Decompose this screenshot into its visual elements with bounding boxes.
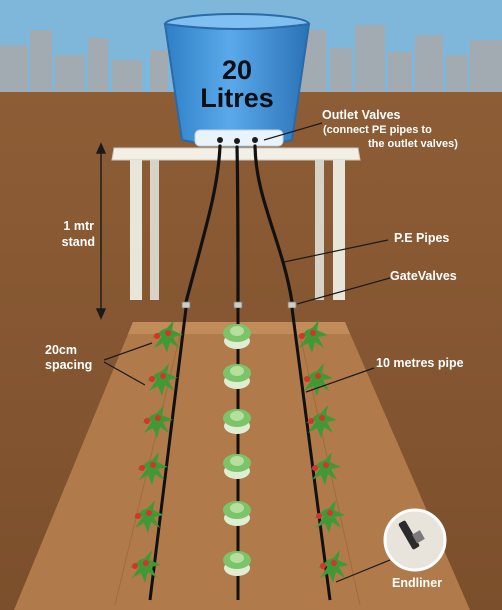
callout-lines — [103, 122, 391, 583]
stand-height-label-line1: 1 mtr — [63, 219, 94, 233]
outlet-note-line2: the outlet valves) — [368, 138, 458, 150]
outlet-valves — [217, 137, 258, 144]
pe-pipes — [184, 144, 294, 304]
endliner-label: Endliner — [392, 576, 443, 590]
pipe-length-label: 10 metres pipe — [376, 356, 464, 370]
lettuce-row-middle — [223, 324, 251, 576]
endliner-inset — [383, 508, 447, 572]
outlet-valves-label: Outlet Valves — [322, 108, 401, 122]
tank-volume-number: 20 — [221, 55, 253, 85]
spacing-label-line2: spacing — [45, 358, 93, 372]
stand-height-label-line2: stand — [61, 235, 95, 249]
tank-capacity-label: 20 Litres — [177, 56, 297, 113]
outlet-note-line1: (connect PE pipes to — [323, 124, 432, 136]
water-tank — [163, 13, 311, 147]
tomato-row-left — [130, 320, 183, 583]
spacing-label-line1: 20cm — [45, 343, 77, 357]
pe-pipes-label: P.E Pipes — [394, 231, 450, 245]
tomato-row-right — [297, 320, 349, 583]
stand-height-arrow — [95, 142, 107, 320]
gate-valves-label: GateValves — [390, 269, 457, 283]
tank-volume-unit: Litres — [200, 83, 274, 114]
